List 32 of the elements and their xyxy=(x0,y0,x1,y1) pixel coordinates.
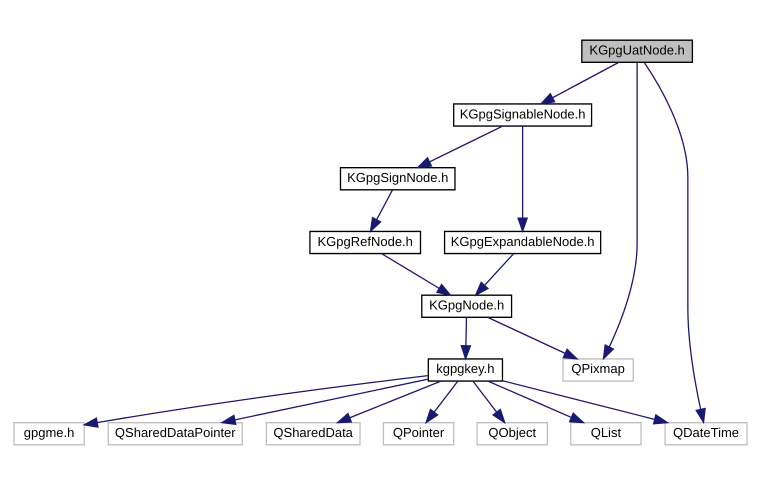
node-box: KGpgNode.h xyxy=(421,294,512,318)
node-box: QDateTime xyxy=(664,422,748,446)
node-box: QSharedData xyxy=(266,422,361,446)
node-box: KGpgUatNode.h xyxy=(581,40,694,63)
arrow xyxy=(474,253,514,296)
arrow xyxy=(460,318,472,361)
arrow xyxy=(644,62,706,424)
arrow xyxy=(488,380,586,424)
node-box: QObject xyxy=(476,422,548,446)
arrow xyxy=(370,190,393,234)
node-box: gpgme.h xyxy=(13,422,85,446)
arrow xyxy=(381,253,452,296)
arrow xyxy=(424,381,458,424)
node-box: KGpgRefNode.h xyxy=(309,230,422,254)
arrow xyxy=(82,375,428,428)
arrow xyxy=(336,380,442,424)
node-box: KGpgExpandableNode.h xyxy=(444,230,602,254)
arrow xyxy=(517,126,528,234)
node-box: KGpgSignNode.h xyxy=(340,167,456,190)
arrow xyxy=(602,62,638,360)
arrow xyxy=(472,381,506,424)
node-box: kgpgkey.h xyxy=(428,358,504,382)
node-box: QList xyxy=(570,422,642,446)
node-box: KGpgSignableNode.h xyxy=(453,103,592,127)
arrow xyxy=(539,62,620,105)
node-box: QPixmap xyxy=(562,358,634,382)
arrow xyxy=(502,380,670,425)
arrow xyxy=(416,126,503,169)
arrow xyxy=(488,316,579,360)
arrow xyxy=(220,378,428,426)
node-box: QPointer xyxy=(382,422,454,446)
node-box: QSharedDataPointer xyxy=(108,422,243,446)
